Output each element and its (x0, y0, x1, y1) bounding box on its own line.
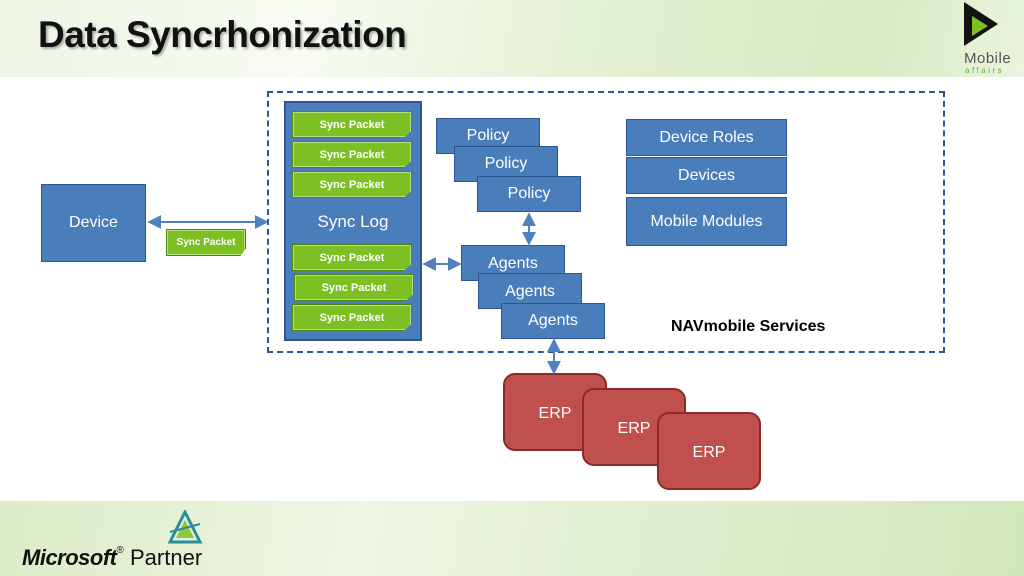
sync-log-label: Sync Log (317, 212, 389, 231)
logo-subtext: affairs (965, 66, 1005, 75)
logo-wordmark: Mobile (964, 50, 1012, 67)
policy-box: Policy (477, 176, 581, 212)
services-label: NAVmobile Services (671, 318, 826, 335)
sync-packet: Sync Packet (292, 304, 412, 331)
agents-box: Agents (501, 303, 605, 339)
sync-packet: Sync Packet (292, 171, 412, 198)
microsoft-brand-text: Microsoft (22, 545, 117, 570)
device-box: Device (41, 184, 146, 262)
sync-packet: Sync Packet (292, 141, 412, 168)
erp-box: ERP (657, 412, 761, 490)
partner-logo-icon (167, 510, 203, 544)
sync-packet: Sync Packet (294, 274, 414, 301)
slide-title: Data Syncrhonization (38, 14, 407, 55)
microsoft-partner-wordmark: Microsoft® Partner (22, 545, 203, 570)
device-roles-box: Device Roles (626, 119, 787, 156)
transit-sync-packet: Sync Packet (166, 229, 246, 256)
sync-packet: Sync Packet (292, 244, 412, 271)
slide-header (0, 0, 1024, 77)
sync-packet: Sync Packet (292, 111, 412, 138)
mobile-modules-box: Mobile Modules (626, 197, 787, 246)
mobile-affairs-logo-icon (964, 2, 998, 46)
partner-text: Partner (130, 545, 203, 570)
devices-box: Devices (626, 157, 787, 194)
